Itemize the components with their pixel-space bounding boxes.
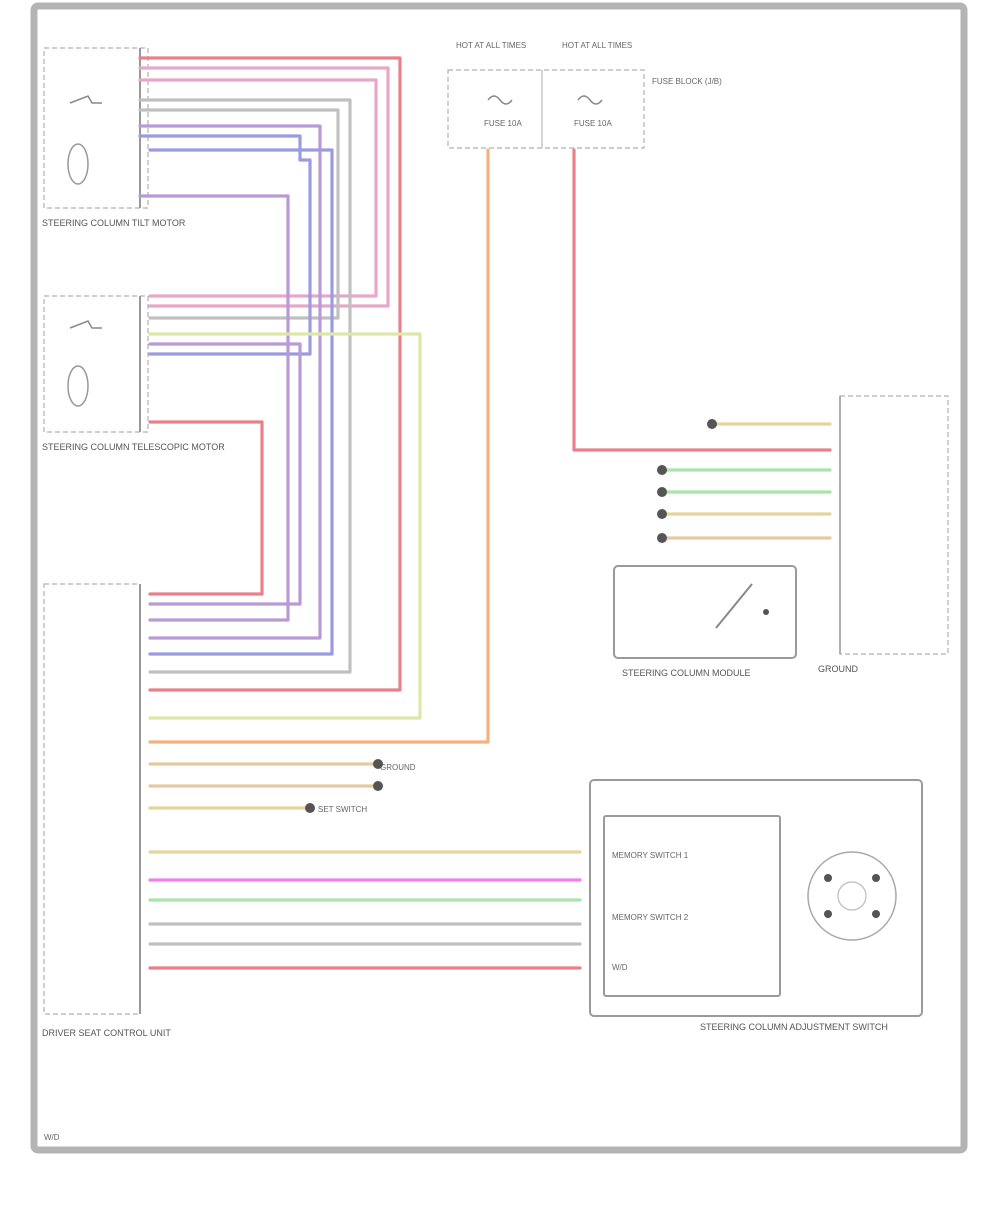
- ground-a-label: GROUND: [380, 763, 416, 772]
- steer-module-label: GROUND: [818, 664, 858, 674]
- switch-module-box: [589, 779, 923, 1017]
- ground-b-label: SET SWITCH: [318, 805, 367, 814]
- tele-motor-label: STEERING COLUMN TELESCOPIC MOTOR: [42, 442, 225, 452]
- tele-motor-box: [43, 295, 149, 433]
- wire-orange-12: [148, 148, 490, 744]
- wire-blue-6: [138, 134, 312, 356]
- fuse-box: [447, 69, 645, 149]
- fuse-left-top-label: HOT AT ALL TIMES: [456, 41, 526, 50]
- fuse-a-label: FUSE 10A: [484, 119, 522, 128]
- wire-red-11: [148, 420, 264, 596]
- fuse-box-label: FUSE BLOCK (J/B): [652, 77, 722, 86]
- wire-blue-7: [148, 148, 334, 656]
- memory-1-label: MEMORY SWITCH 2: [612, 913, 689, 922]
- wire-red-0: [138, 56, 402, 692]
- control-unit-box: [43, 583, 141, 1015]
- wire-group: [138, 56, 832, 970]
- wire-gray-4: [138, 108, 340, 320]
- fuse-b-label: FUSE 10A: [574, 119, 612, 128]
- steer-switch-label: STEERING COLUMN MODULE: [622, 668, 751, 678]
- memory-2-label: W/D: [612, 963, 628, 972]
- steer-module-box: [839, 395, 949, 655]
- wire-pink-1: [138, 66, 390, 308]
- wire-olive-10: [148, 332, 422, 720]
- fuse-right-top-label: HOT AT ALL TIMES: [562, 41, 632, 50]
- wire-gray-3: [138, 98, 352, 674]
- tilt-motor-label: STEERING COLUMN TILT MOTOR: [42, 218, 186, 228]
- steer-switch-box: [613, 565, 797, 659]
- wire-pink-2: [138, 78, 378, 298]
- control-unit-label: DRIVER SEAT CONTROL UNIT: [42, 1028, 171, 1038]
- wire-red-13: [572, 148, 832, 452]
- switch-module-label: STEERING COLUMN ADJUSTMENT SWITCH: [700, 1022, 888, 1032]
- footer-code: W/D: [44, 1133, 60, 1142]
- tilt-motor-box: [43, 47, 149, 209]
- wire-purple-8: [138, 194, 290, 622]
- ground-symbols: [305, 419, 717, 813]
- outer-frame: [30, 2, 968, 1154]
- wire-purple-5: [138, 124, 322, 640]
- memory-set-label: MEMORY SWITCH 1: [612, 851, 689, 860]
- wire-purple-9: [148, 342, 302, 606]
